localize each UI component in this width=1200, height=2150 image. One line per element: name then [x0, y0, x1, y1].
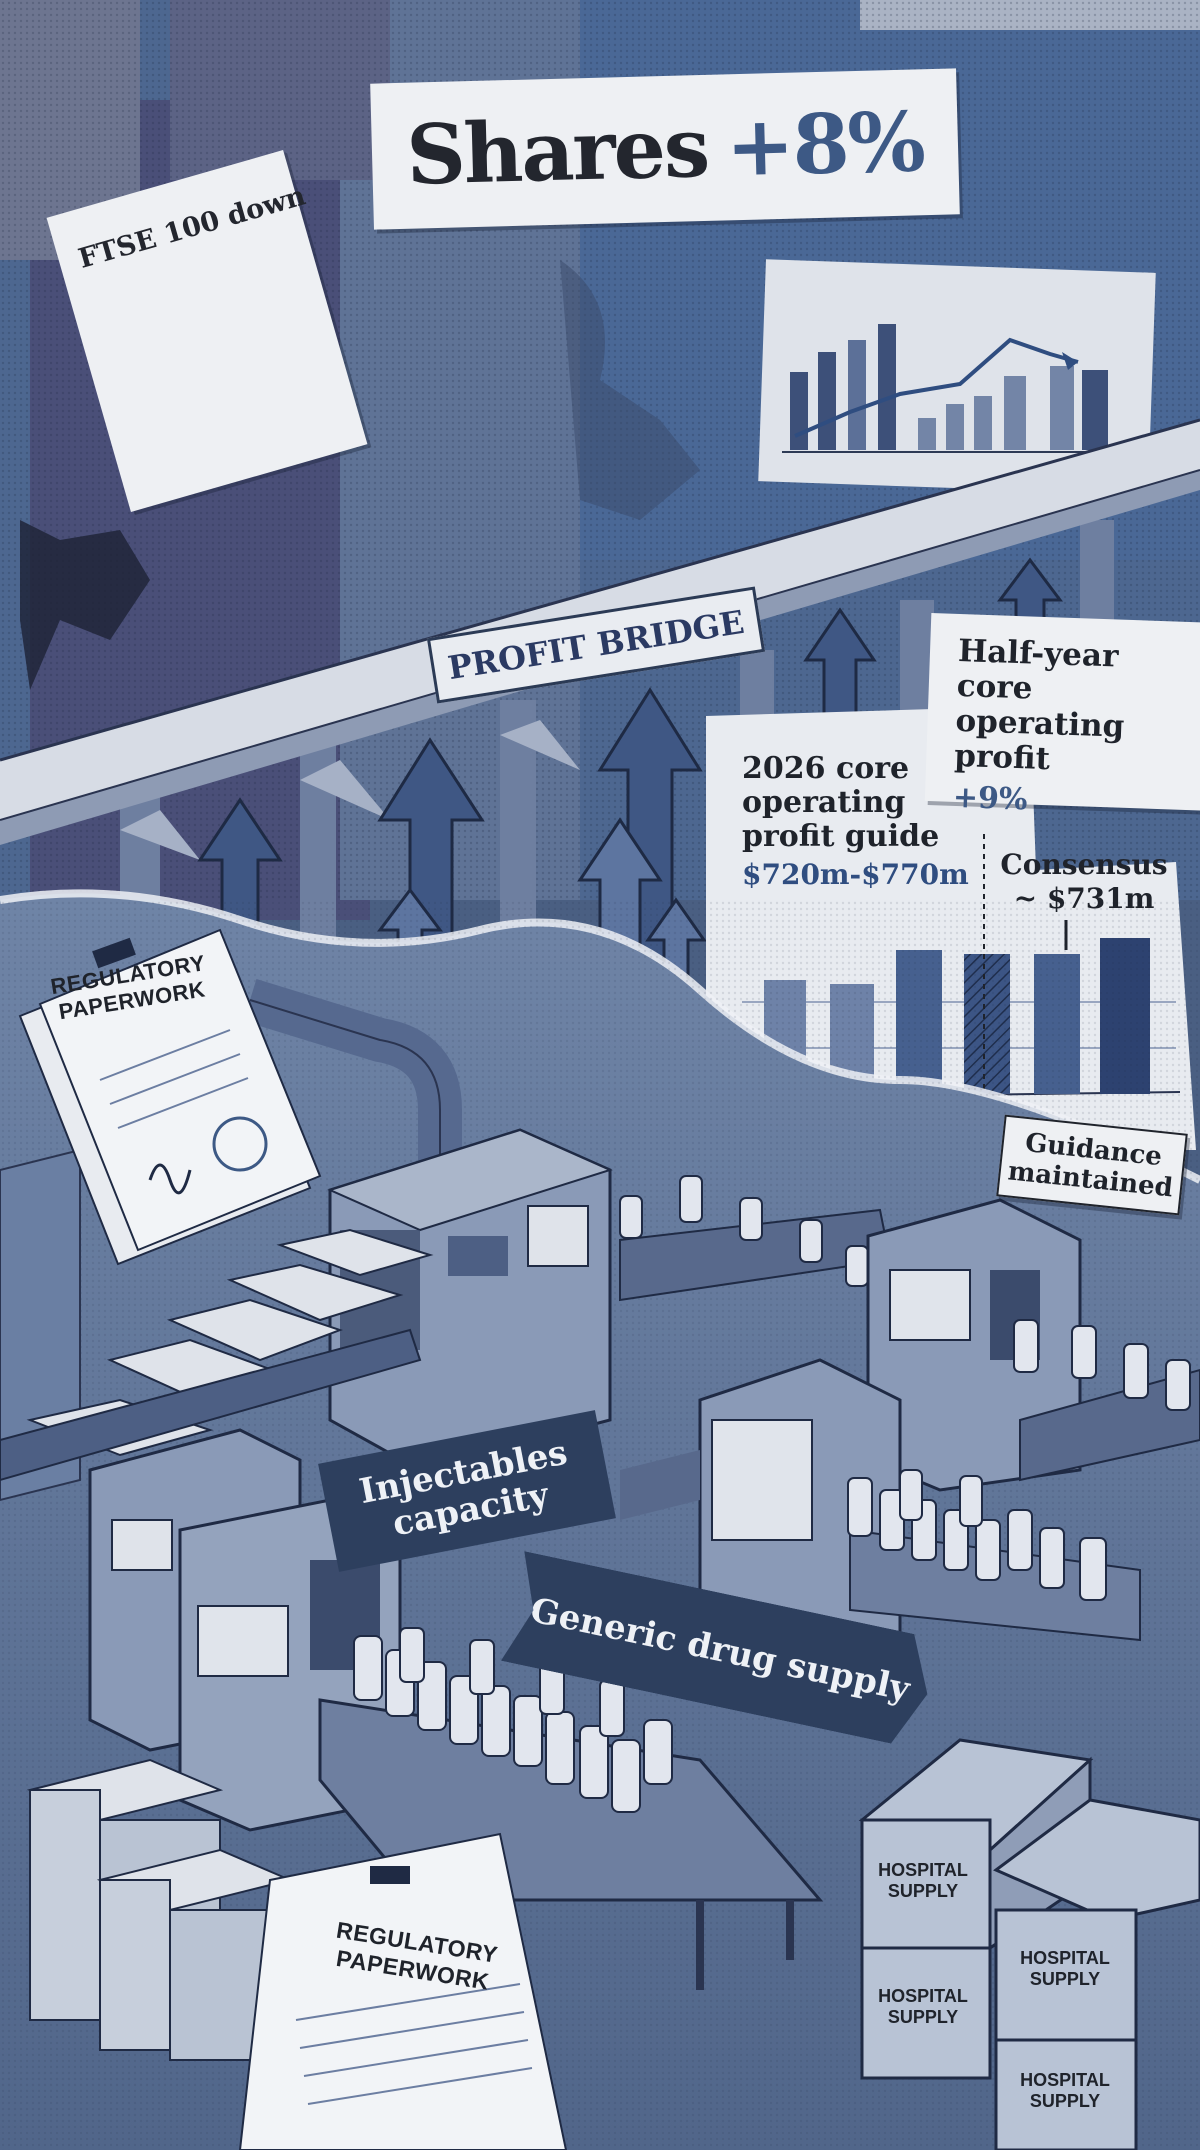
- headline-word: Shares: [405, 99, 710, 204]
- crate-label-1: HOSPITAL SUPPLY: [878, 1860, 968, 1901]
- consensus-value: ~ $731m: [1013, 882, 1155, 915]
- guide-card: 2026 core operating profit guide $720m-$…: [742, 751, 1002, 892]
- guide-value: $720m-$770m: [742, 858, 969, 891]
- vials-upper: [619, 1175, 869, 1287]
- vials-lower: [353, 1627, 673, 1813]
- bar-chart-paper: [758, 259, 1156, 495]
- consensus-title: Consensus: [1000, 848, 1168, 881]
- vials-center: [847, 1469, 1107, 1601]
- vials-right: [1013, 1319, 1191, 1411]
- consensus-label: Consensus ~ $731m: [984, 848, 1184, 916]
- paper-stacks: [26, 1758, 294, 2061]
- crate-label-2: HOSPITAL SUPPLY: [1020, 1948, 1110, 1989]
- crate-label-4: HOSPITAL SUPPLY: [1020, 2070, 1110, 2111]
- regulatory-paper-top: [18, 928, 322, 1266]
- guide-title: 2026 core operating profit guide: [742, 751, 940, 854]
- regulatory-paper-bottom: [238, 1832, 568, 2150]
- crate-label-3: HOSPITAL SUPPLY: [878, 1986, 968, 2027]
- headline-banner: Shares +8%: [370, 68, 960, 230]
- headline-value: +8%: [724, 94, 925, 196]
- crates: [858, 1738, 1200, 2150]
